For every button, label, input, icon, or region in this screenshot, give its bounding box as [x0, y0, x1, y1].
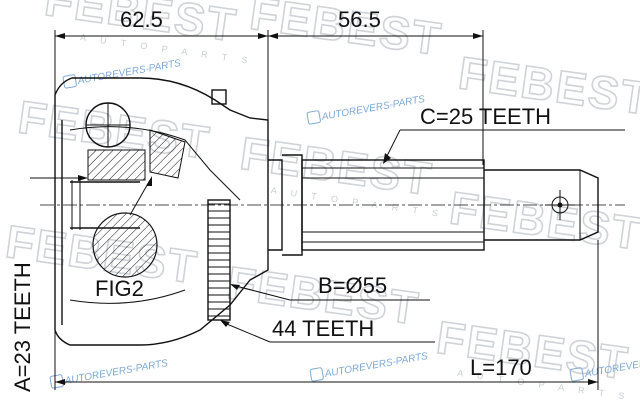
b-diameter-label: B=Ø55 [318, 273, 387, 298]
top-dimensions: 62.5 56.5 [54, 7, 484, 165]
watermark-badge: AUTOREVERS-PARTS [320, 94, 426, 123]
watermark-badge: AUTOREVERS-PARTS [76, 58, 182, 87]
length-label: L=170 [470, 355, 532, 380]
callout-a-teeth: A=23 TEETH [10, 175, 88, 392]
c-teeth-label: C=25 TEETH [420, 104, 551, 129]
length-dimension: L=170 [54, 240, 599, 390]
watermark-badge: AUTOREVERS-PARTS [63, 358, 169, 387]
abs-ring [207, 199, 231, 321]
fig-label: FIG2 [95, 276, 144, 301]
dim-top-left-label: 62.5 [120, 7, 163, 32]
dim-top-right-label: 56.5 [338, 7, 381, 32]
callout-abs-teeth: 44 TEETH [220, 316, 435, 343]
joint-housing [54, 77, 269, 346]
fig-label-text: FIG2 [95, 276, 144, 301]
watermark-brand: FEBEST [447, 181, 640, 259]
abs-teeth-label: 44 TEETH [272, 316, 374, 341]
callout-c-teeth: C=25 TEETH [383, 104, 625, 164]
callout-b-diameter: B=Ø55 [230, 273, 430, 301]
stem-shaft [40, 154, 625, 256]
a-teeth-label: A=23 TEETH [10, 262, 35, 392]
watermark-badge: AUTOREVERS-PARTS [323, 351, 429, 380]
